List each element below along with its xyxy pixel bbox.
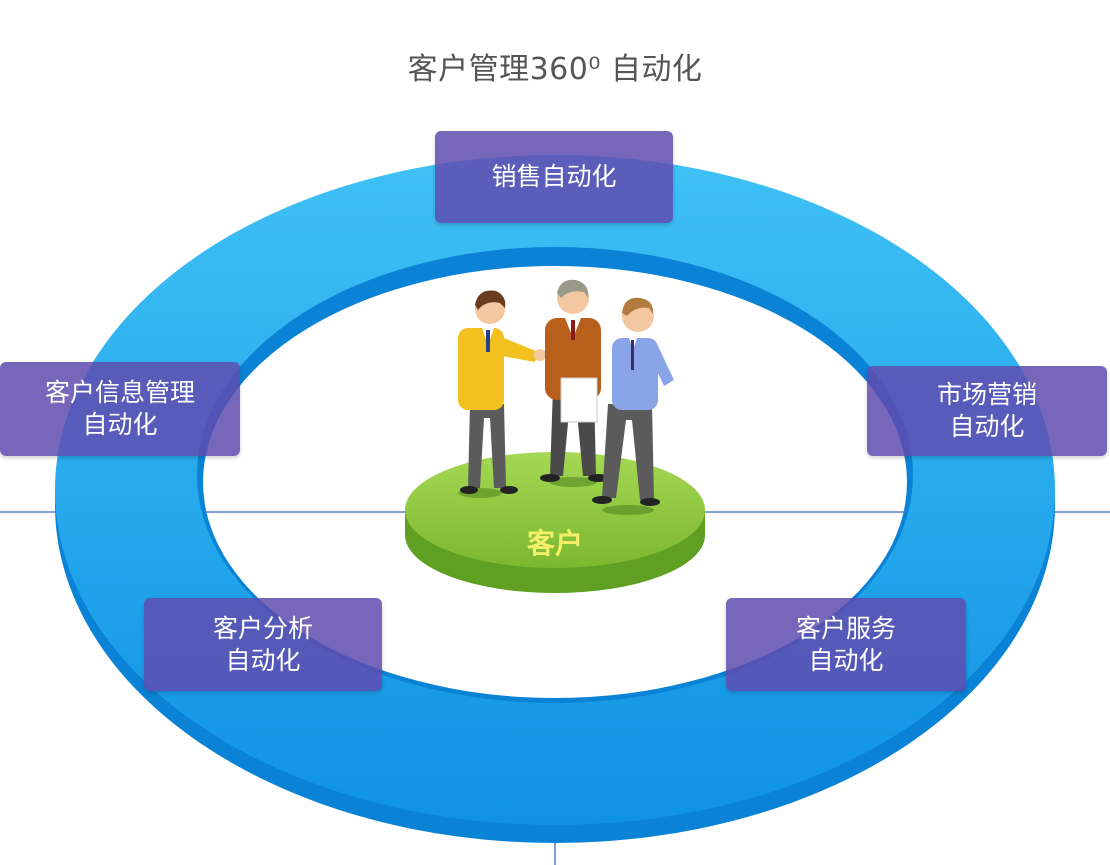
- module-marketing-line2: 自动化: [949, 412, 1025, 441]
- diagram-title: 客户管理360⁰ 自动化: [407, 52, 703, 87]
- module-marketing-automation: 市场营销 自动化: [867, 366, 1107, 456]
- module-analysis-line2: 自动化: [225, 645, 301, 675]
- module-customer-service-automation: 客户服务 自动化: [726, 598, 966, 691]
- module-sales-line1: 销售自动化: [491, 162, 617, 191]
- module-service-line2: 自动化: [808, 645, 884, 675]
- people-group-icon: [458, 279, 674, 515]
- module-info-line2: 自动化: [82, 410, 158, 439]
- module-analysis-line1: 客户分析: [212, 613, 313, 643]
- module-marketing-line1: 市场营销: [936, 380, 1037, 409]
- module-customer-analysis-automation: 客户分析 自动化: [144, 598, 382, 691]
- module-customer-info-automation: 客户信息管理 自动化: [0, 362, 240, 456]
- center-customer-label: 客户: [526, 527, 583, 560]
- module-service-line1: 客户服务: [795, 613, 896, 643]
- module-info-line1: 客户信息管理: [44, 378, 195, 407]
- module-sales-automation: 销售自动化: [435, 131, 673, 223]
